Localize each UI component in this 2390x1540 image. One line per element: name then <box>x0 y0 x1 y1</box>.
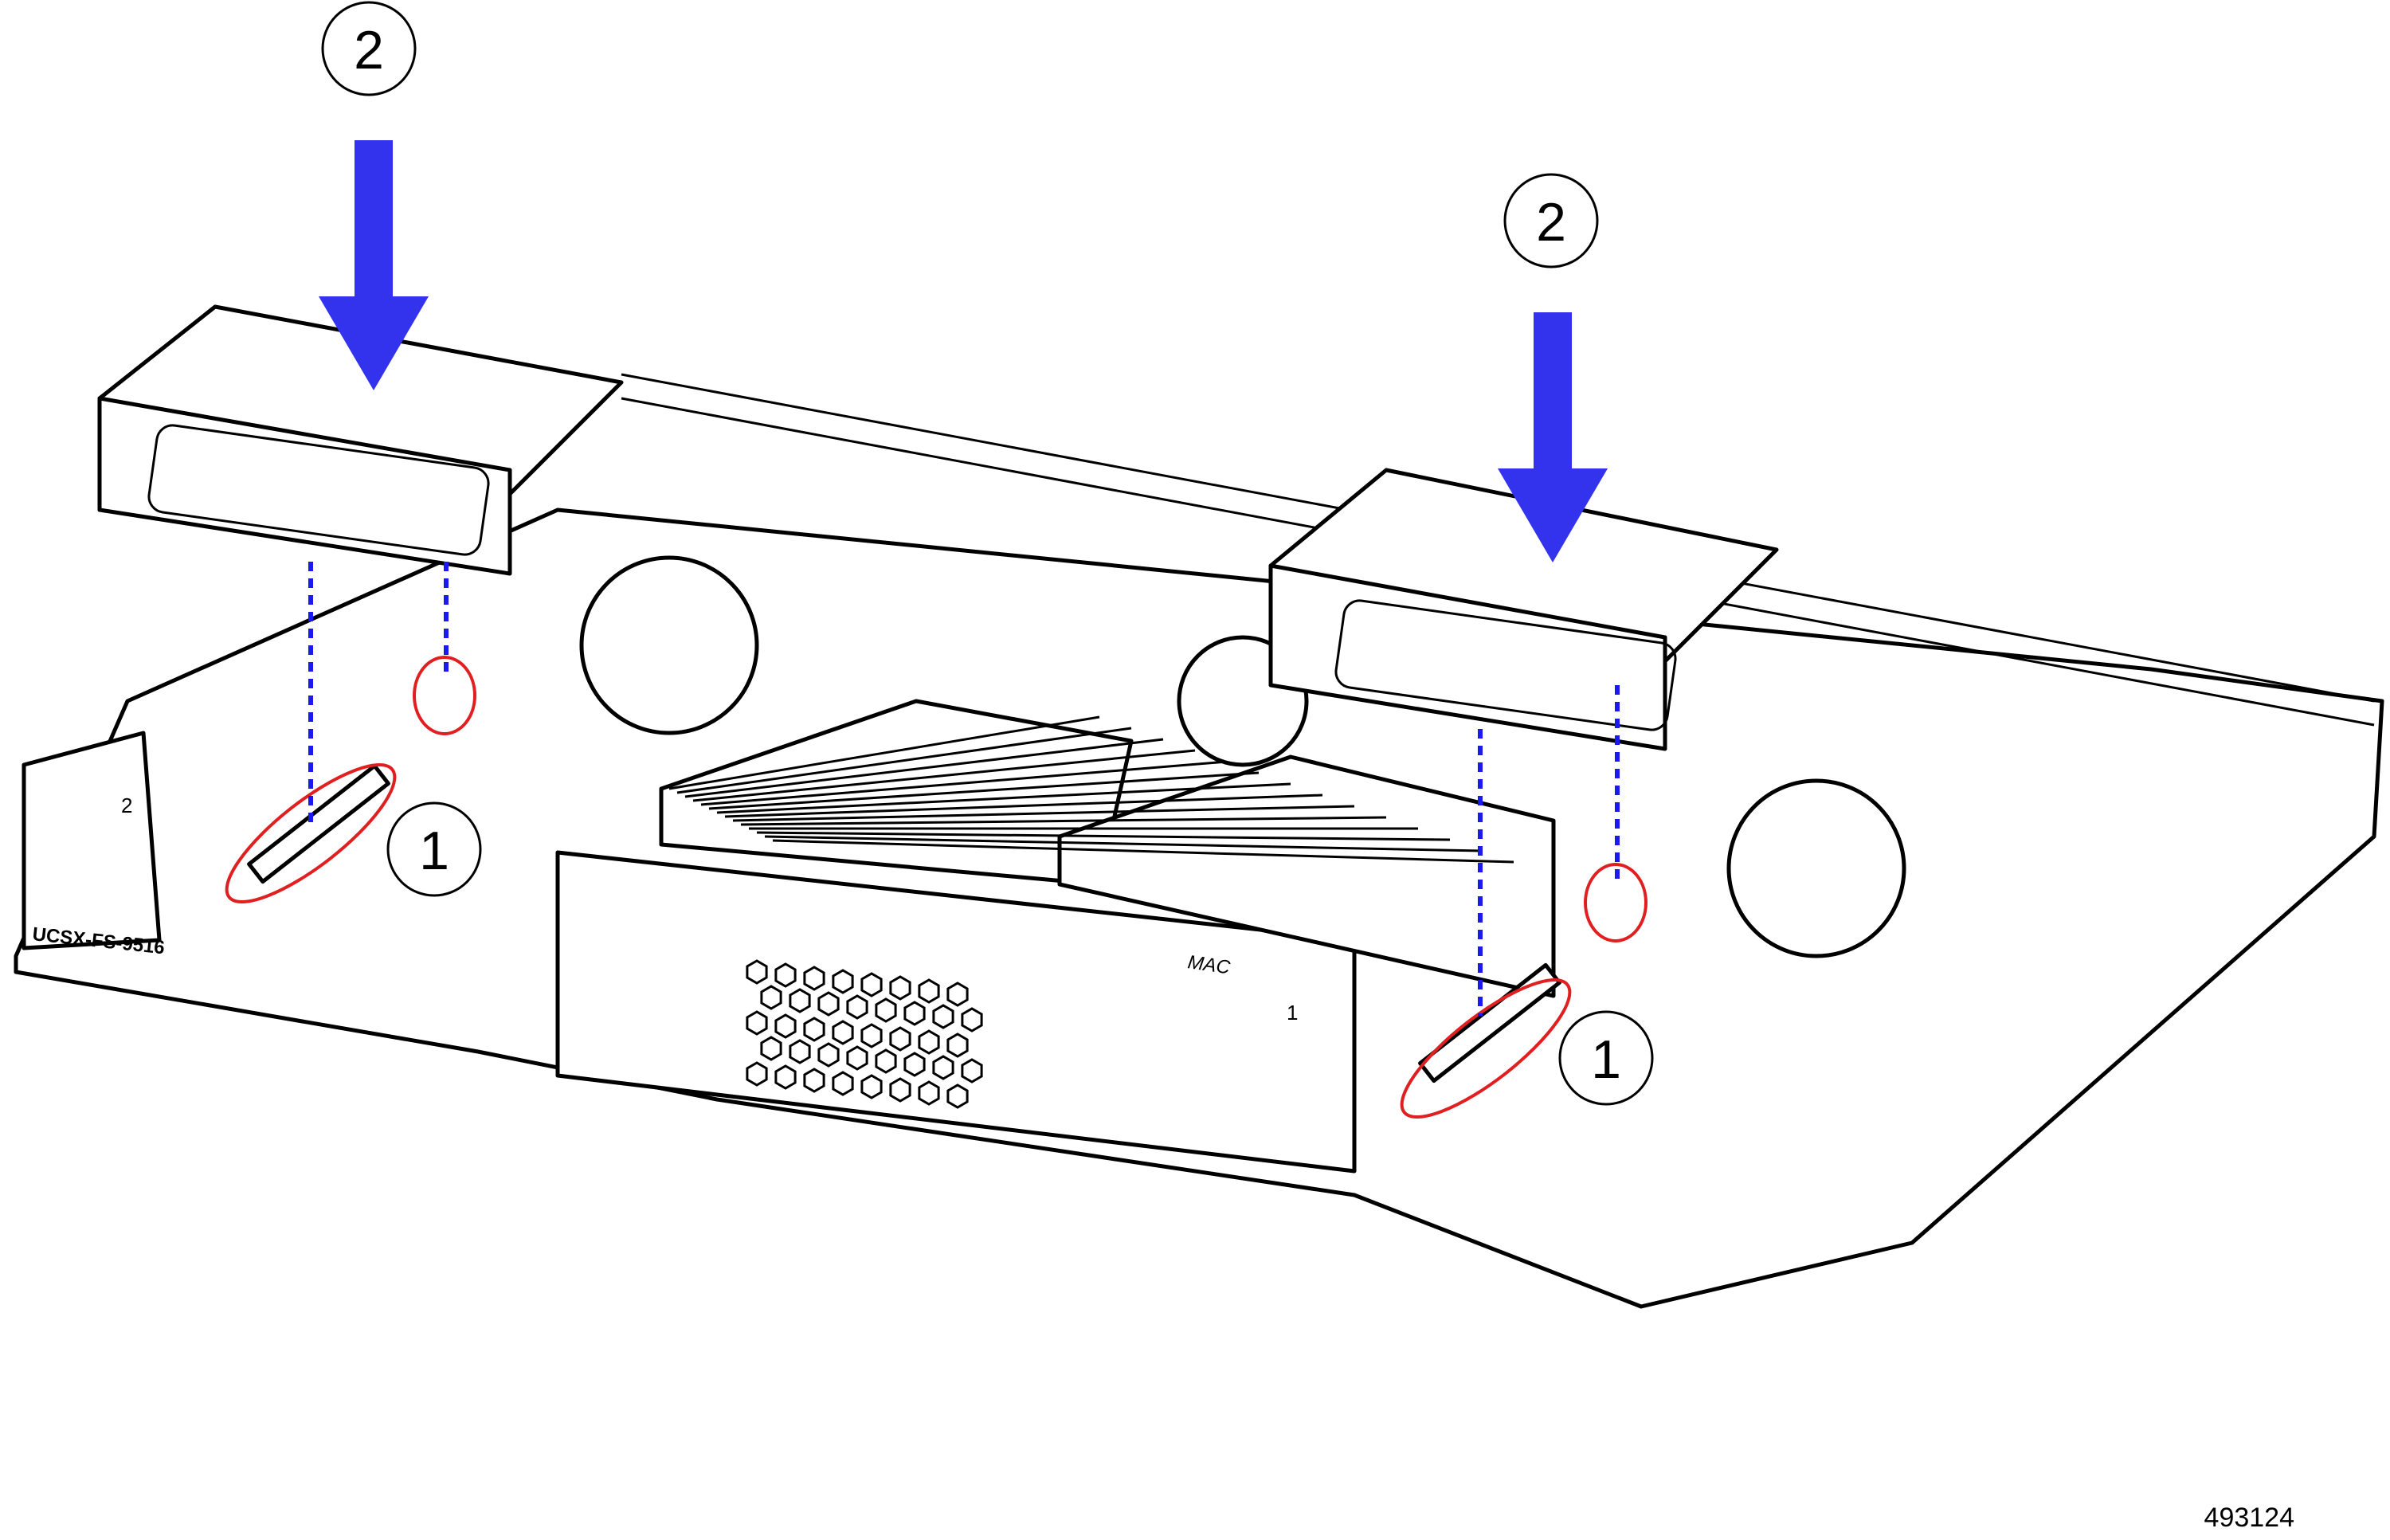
vent-hole <box>760 985 782 1010</box>
heatsink-fins <box>668 715 1514 864</box>
vent-hole <box>903 1052 926 1077</box>
vent-hole <box>860 1023 883 1048</box>
figure-number: 493124 <box>2204 1503 2294 1533</box>
down-arrow-left <box>319 140 429 390</box>
io-module-left <box>22 731 162 950</box>
vent-hole <box>789 1039 811 1064</box>
vent-hole <box>817 991 840 1017</box>
vent-hole <box>846 994 868 1020</box>
heatsink-fin <box>684 738 1164 798</box>
riser-cage-right-front <box>1268 563 1667 751</box>
heatsink-fin <box>708 771 1260 810</box>
alignment-guides <box>308 562 1620 1016</box>
vent-hole <box>875 997 897 1023</box>
vent-hole <box>832 1071 854 1096</box>
vent-hole <box>746 1010 768 1036</box>
vent-hole <box>961 1007 983 1033</box>
connector-highlight-right <box>1400 978 1572 1119</box>
vent-hole <box>875 1048 897 1074</box>
vent-hole <box>918 978 940 1004</box>
slot-label-2: 2 <box>121 794 132 817</box>
vent-hole <box>803 966 825 991</box>
fan-left <box>579 555 759 735</box>
front-vents <box>746 959 983 1109</box>
vent-hole <box>846 1045 868 1071</box>
heatsink-fin <box>700 760 1228 806</box>
vent-hole <box>860 1074 883 1099</box>
standoff-highlight-left <box>413 656 476 735</box>
vent-hole <box>903 1001 926 1026</box>
vent-hole <box>932 1004 954 1029</box>
heatsink-fin <box>668 715 1100 790</box>
vent-hole <box>932 1055 954 1080</box>
vent-hole <box>860 972 883 997</box>
vent-hole <box>832 1020 854 1045</box>
riser-connector-right <box>1418 962 1561 1083</box>
heatsink-fin <box>732 805 1355 822</box>
heatsink-right <box>1057 754 1556 998</box>
vent-hole <box>832 969 854 994</box>
vent-hole <box>746 1061 768 1087</box>
callout-1-left: 1 <box>386 801 482 897</box>
riser-left-grille <box>147 424 490 556</box>
heatsink-fin <box>772 839 1514 864</box>
vent-hole <box>946 1033 969 1058</box>
riser-right-grille <box>1334 599 1677 731</box>
slot-label-1: 1 <box>1287 1001 1298 1025</box>
vent-hole <box>789 988 811 1013</box>
vent-hole <box>817 1042 840 1068</box>
svg-text:1: 1 <box>419 821 449 881</box>
heatsink-fin <box>724 794 1323 818</box>
heatsink-fin <box>692 749 1196 802</box>
vent-hole <box>918 1080 940 1106</box>
callout-2-right: 2 <box>1503 173 1599 268</box>
fan-right <box>1726 778 1906 958</box>
vent-hole <box>889 1077 911 1103</box>
heatsink-fin <box>740 816 1387 826</box>
front-panel <box>555 850 1357 1174</box>
vent-hole <box>746 959 768 985</box>
vent-hole <box>961 1058 983 1083</box>
connector-highlight-left <box>225 762 397 904</box>
heatsink-fin <box>756 831 1451 841</box>
svg-text:2: 2 <box>1536 192 1566 253</box>
heatsink-fin <box>676 727 1132 794</box>
vent-hole <box>803 1068 825 1093</box>
svg-text:2: 2 <box>354 20 384 80</box>
vent-hole <box>889 1026 911 1052</box>
vent-hole <box>774 962 797 988</box>
vent-hole <box>946 1083 969 1109</box>
vent-hole <box>946 982 969 1007</box>
vent-hole <box>803 1017 825 1042</box>
vent-hole <box>760 1036 782 1061</box>
standoff-highlight-right <box>1584 863 1648 942</box>
callout-1-right: 1 <box>1558 1010 1654 1106</box>
callout-2-left: 2 <box>321 1 417 96</box>
down-arrow-right <box>1498 312 1608 562</box>
riser-cage-left-front <box>97 396 512 576</box>
vent-hole <box>774 1013 797 1039</box>
vent-hole <box>918 1029 940 1055</box>
vent-hole <box>774 1064 797 1090</box>
heatsink-fin <box>764 835 1483 852</box>
svg-text:1: 1 <box>1591 1029 1621 1090</box>
vent-hole <box>889 975 911 1001</box>
heatsink-fin <box>716 782 1291 814</box>
